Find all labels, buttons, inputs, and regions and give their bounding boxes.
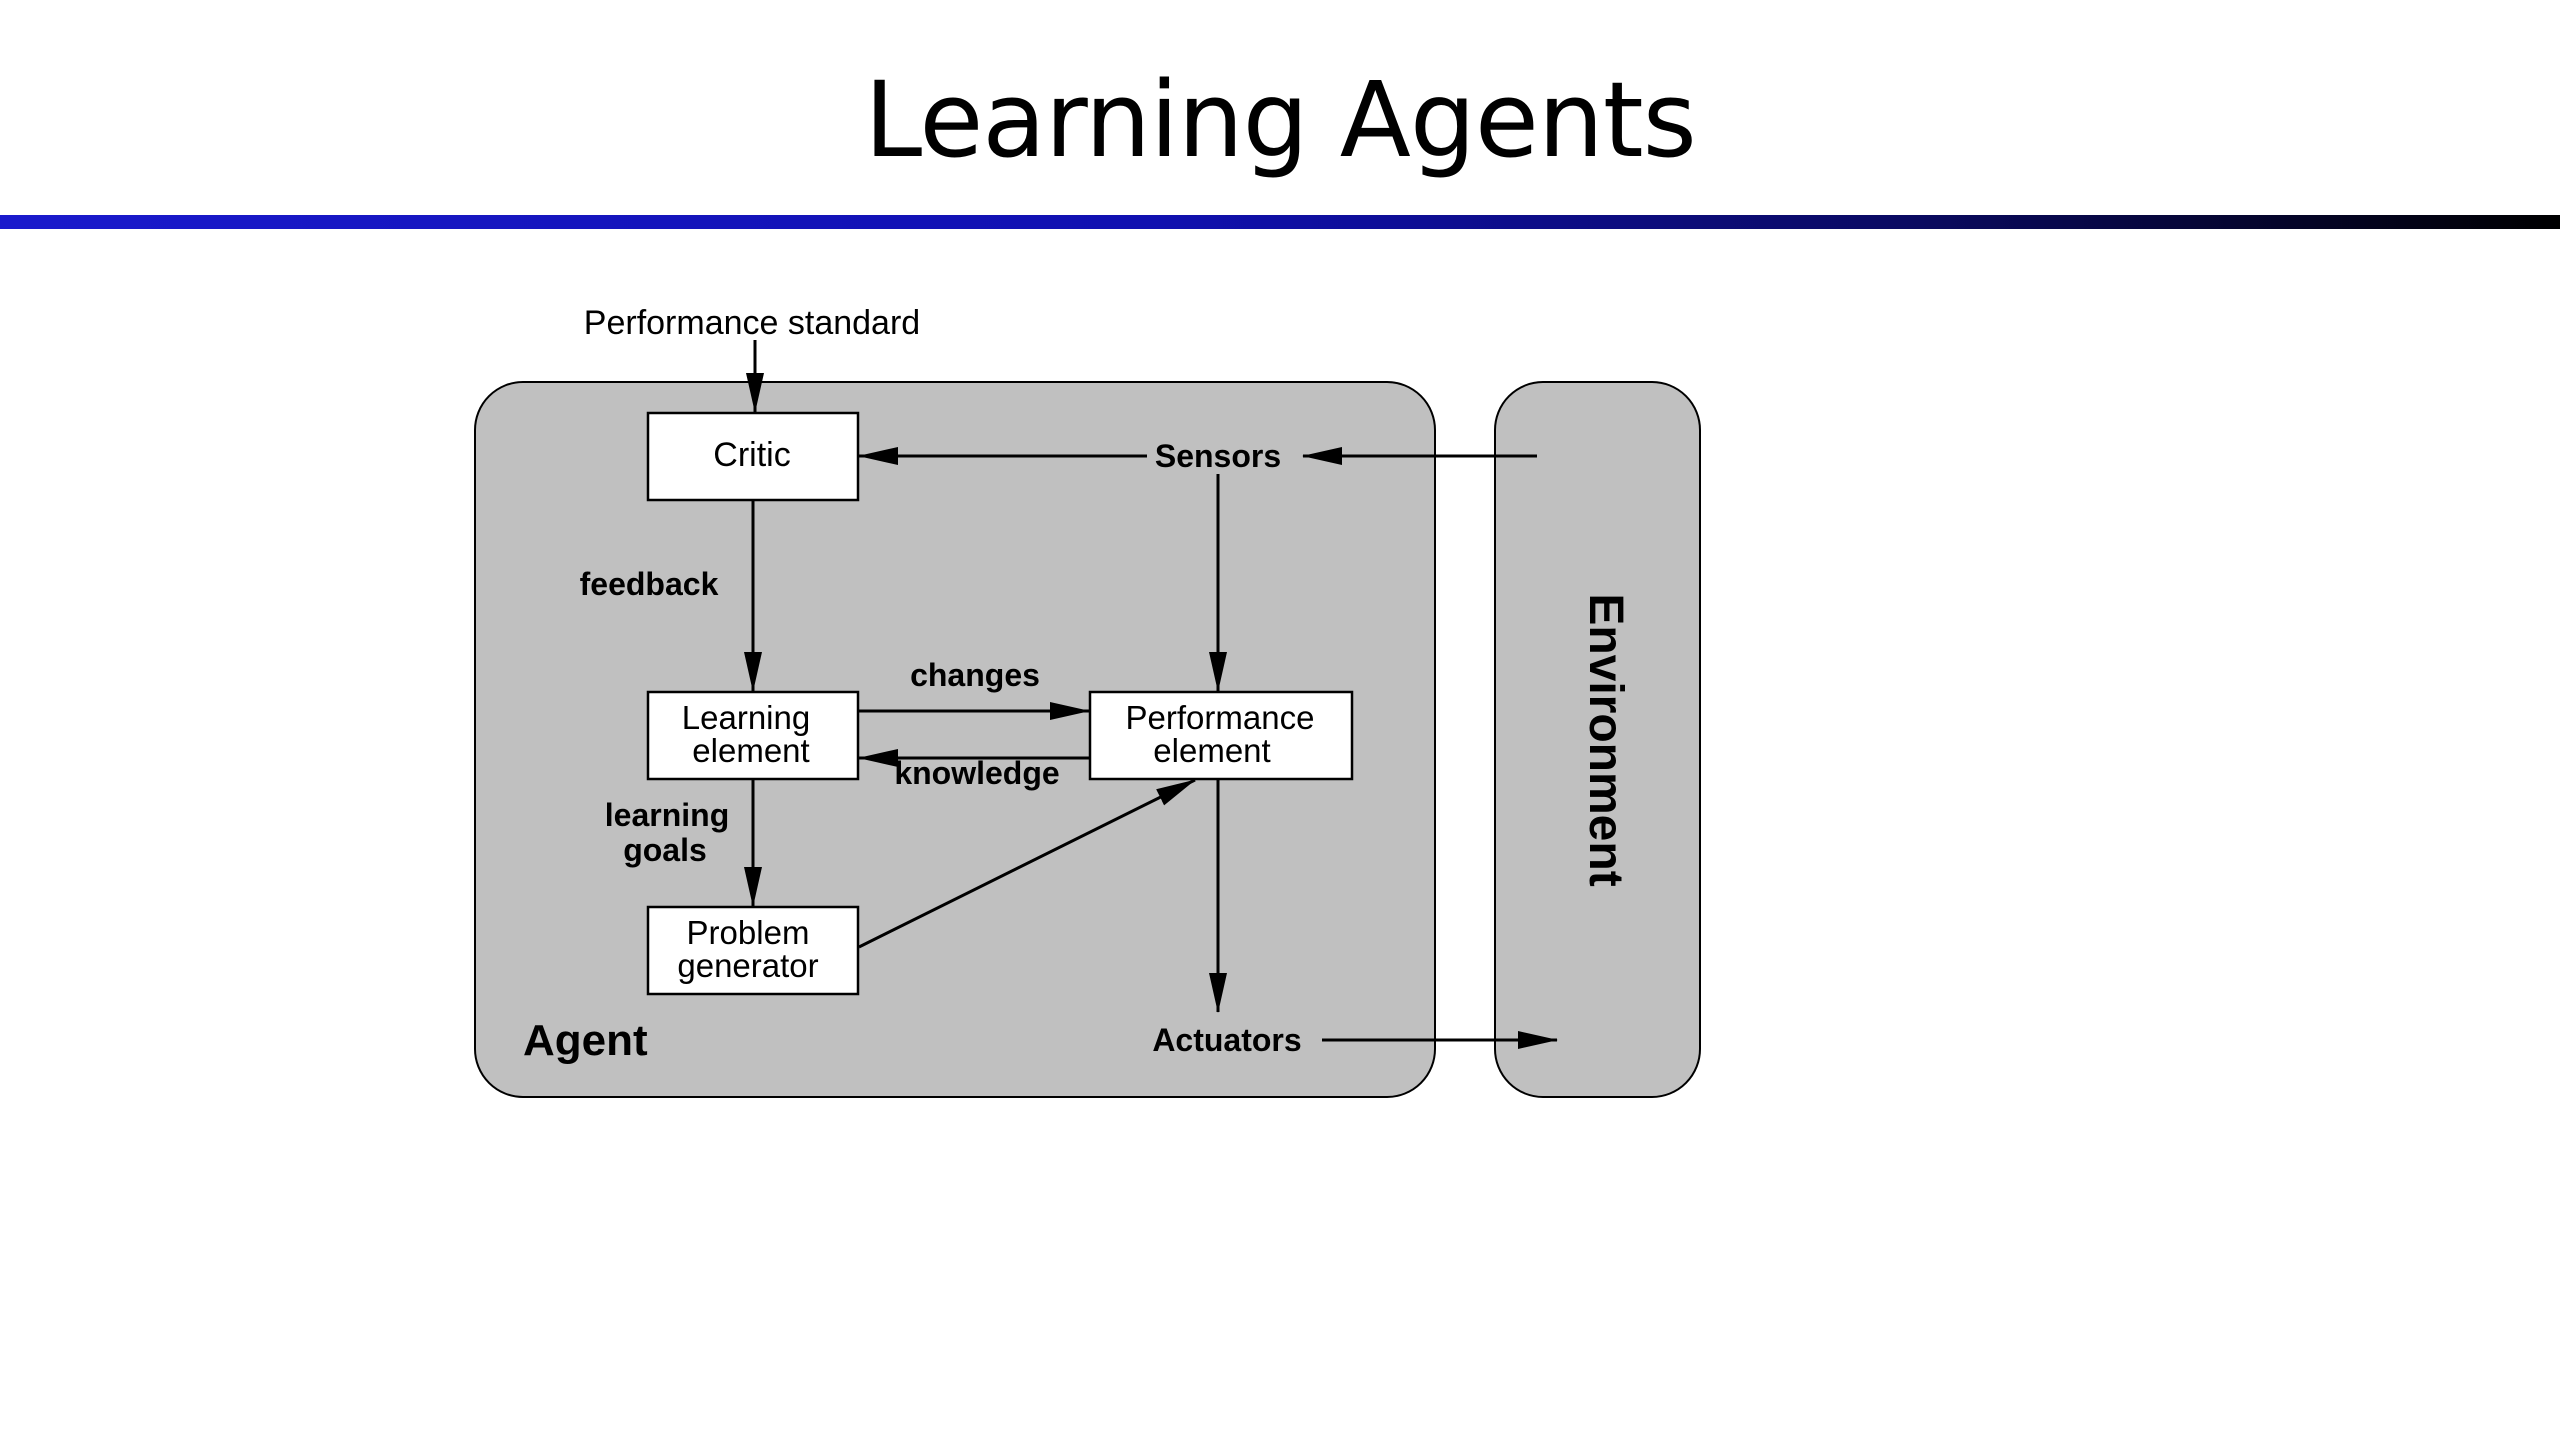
sensors-label: Sensors xyxy=(1155,438,1281,474)
actuators-label: Actuators xyxy=(1152,1022,1301,1058)
performance-element-box xyxy=(1088,690,1354,781)
problem-generator-label-line1: Problem xyxy=(687,914,810,951)
title-rule xyxy=(0,215,2560,229)
knowledge-label: knowledge xyxy=(894,755,1059,791)
learning-element-box xyxy=(646,690,860,781)
problem-generator-label-line2: generator xyxy=(677,947,818,984)
performance-element-label-line1: Performance xyxy=(1126,699,1315,736)
environment-panel xyxy=(1494,381,1701,1098)
learning-element-label-line1: Learning xyxy=(682,699,810,736)
learning-goals-label-line1: learning xyxy=(605,797,729,833)
feedback-label: feedback xyxy=(580,566,719,602)
environment-label: Environment xyxy=(1579,593,1632,886)
learning-element-label-line2: element xyxy=(692,732,809,769)
agent-label: Agent xyxy=(523,1016,648,1065)
performance-standard-label: Performance standard xyxy=(584,304,920,342)
critic-box xyxy=(646,411,860,502)
problem-to-performance-arrow xyxy=(858,778,1196,949)
problem-generator-box xyxy=(646,905,860,996)
changes-label: changes xyxy=(910,657,1040,693)
performance-element-label-line2: element xyxy=(1153,732,1270,769)
critic-label: Critic xyxy=(713,436,790,474)
learning-goals-label-line2: goals xyxy=(623,832,707,868)
slide-title: Learning Agents xyxy=(864,59,1697,181)
